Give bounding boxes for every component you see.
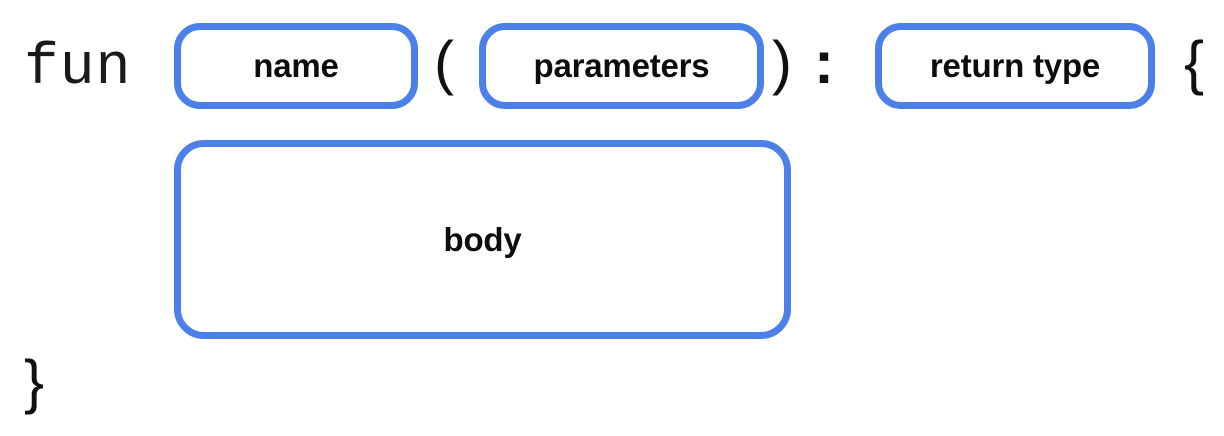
paren-open-token: ( xyxy=(434,29,454,96)
slot-name[interactable]: name xyxy=(174,23,418,109)
colon-token: : xyxy=(814,29,834,96)
slot-parameters-label: parameters xyxy=(533,47,710,84)
paren-close-token: ) xyxy=(772,29,792,96)
slot-body-label: body xyxy=(443,220,522,258)
brace-close-token: } xyxy=(24,348,45,415)
slot-return-type-label: return type xyxy=(929,47,1101,84)
brace-open-token: { xyxy=(1184,29,1205,96)
keyword-fun: fun xyxy=(24,36,132,101)
slot-parameters[interactable]: parameters xyxy=(479,23,764,109)
slot-return-type[interactable]: return type xyxy=(875,23,1155,109)
slot-name-label: name xyxy=(253,47,339,84)
slot-body[interactable]: body xyxy=(174,140,791,339)
